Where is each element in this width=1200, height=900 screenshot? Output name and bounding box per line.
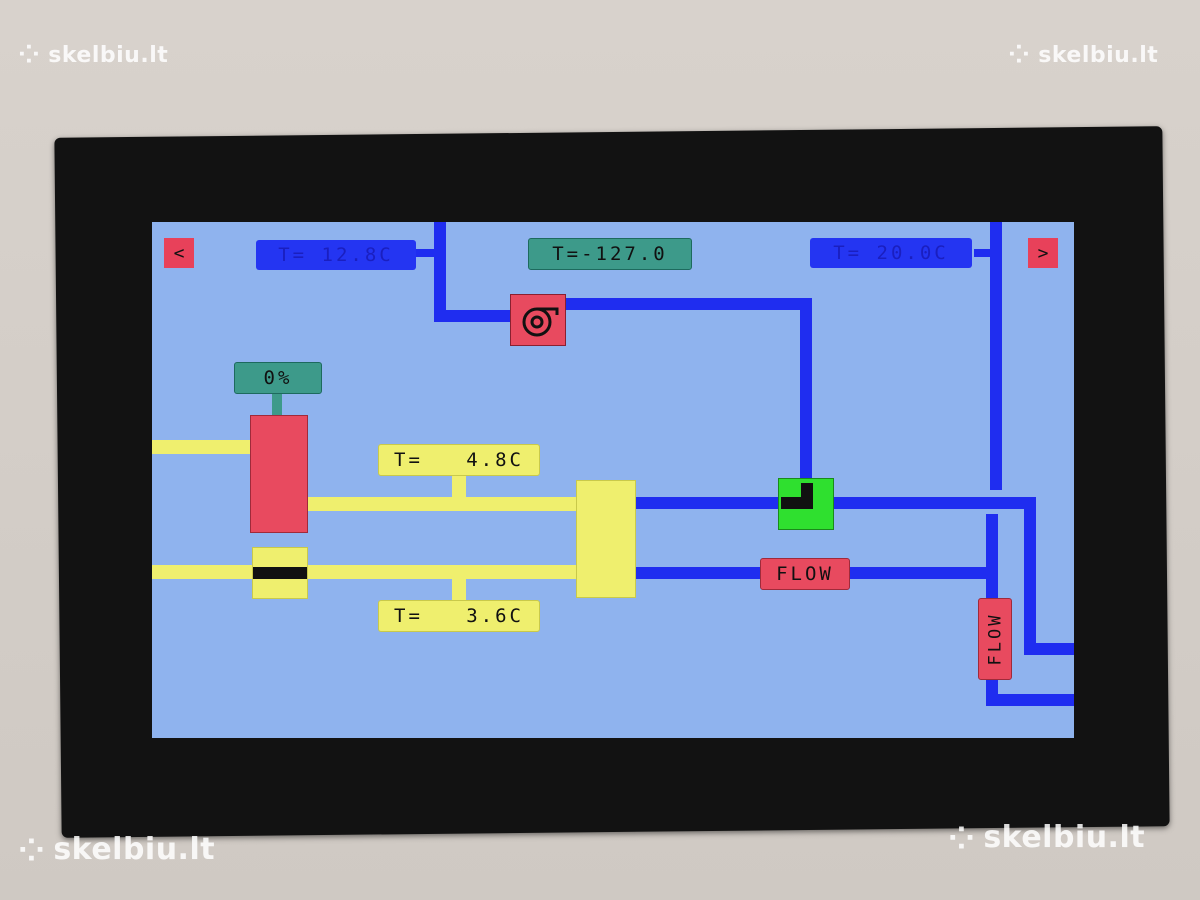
supply-temp-readout: T= 4.8C	[378, 444, 540, 476]
pipe-segment	[434, 310, 514, 322]
watermark-logo-icon: ⁘	[18, 830, 46, 869]
watermark-logo-icon: ⁘	[18, 40, 41, 70]
pipe-segment	[1024, 497, 1036, 655]
circulation-pump[interactable]	[510, 294, 566, 346]
pipe-segment	[974, 249, 994, 257]
damper[interactable]	[252, 547, 308, 599]
pipe-segment	[414, 249, 440, 257]
flow-indicator-horizontal: FLOW	[760, 558, 850, 590]
watermark-text: skelbiu.lt	[48, 42, 169, 68]
valve-percent-readout: 0%	[234, 362, 322, 394]
pipe-segment	[152, 440, 252, 454]
watermark-text: skelbiu.lt	[983, 820, 1146, 855]
room-temp-readout: T= 20.0C	[810, 238, 972, 268]
watermark-logo-icon: ⁘	[1008, 40, 1031, 70]
hvac-screen: < > T= 12.8C T=-127.0 T= 20.0C 0% T= 4.8…	[152, 222, 1074, 738]
watermark-text: skelbiu.lt	[53, 832, 216, 867]
fan-pump-icon	[522, 307, 559, 337]
sensor-temp-readout: T=-127.0	[528, 238, 692, 270]
pipe-segment	[1024, 643, 1074, 655]
pipe-segment	[152, 565, 580, 579]
damper-blade	[253, 567, 307, 579]
prev-page-button[interactable]: <	[164, 238, 194, 268]
three-way-valve-icon	[781, 483, 813, 509]
watermark-text: skelbiu.lt	[1038, 42, 1159, 68]
pipe-segment	[986, 694, 1074, 706]
pipe-segment	[452, 577, 466, 601]
heater-coil[interactable]	[250, 415, 308, 533]
heat-exchanger[interactable]	[576, 480, 636, 598]
pipe-segment	[990, 222, 1002, 490]
outdoor-temp-readout: T= 12.8C	[256, 240, 416, 270]
pipe-segment	[564, 298, 812, 310]
watermark-bottom-left: ⁘ skelbiu.lt	[18, 832, 215, 867]
pipe-segment	[452, 474, 466, 500]
flow-vertical-text: FLOW	[985, 612, 1006, 666]
watermark-bottom-right: ⁘ skelbiu.lt	[948, 820, 1145, 855]
pipe-segment	[800, 298, 812, 488]
pipe-segment	[304, 497, 580, 511]
flow-indicator-vertical: FLOW	[978, 598, 1012, 680]
pipe-segment	[434, 222, 446, 322]
watermark-top-left: ⁘ skelbiu.lt	[18, 42, 168, 68]
next-page-button[interactable]: >	[1028, 238, 1058, 268]
watermark-logo-icon: ⁘	[948, 818, 976, 857]
return-temp-readout: T= 3.6C	[378, 600, 540, 632]
watermark-top-right: ⁘ skelbiu.lt	[1008, 42, 1158, 68]
pipe-segment	[272, 392, 282, 416]
three-way-valve[interactable]	[778, 478, 834, 530]
